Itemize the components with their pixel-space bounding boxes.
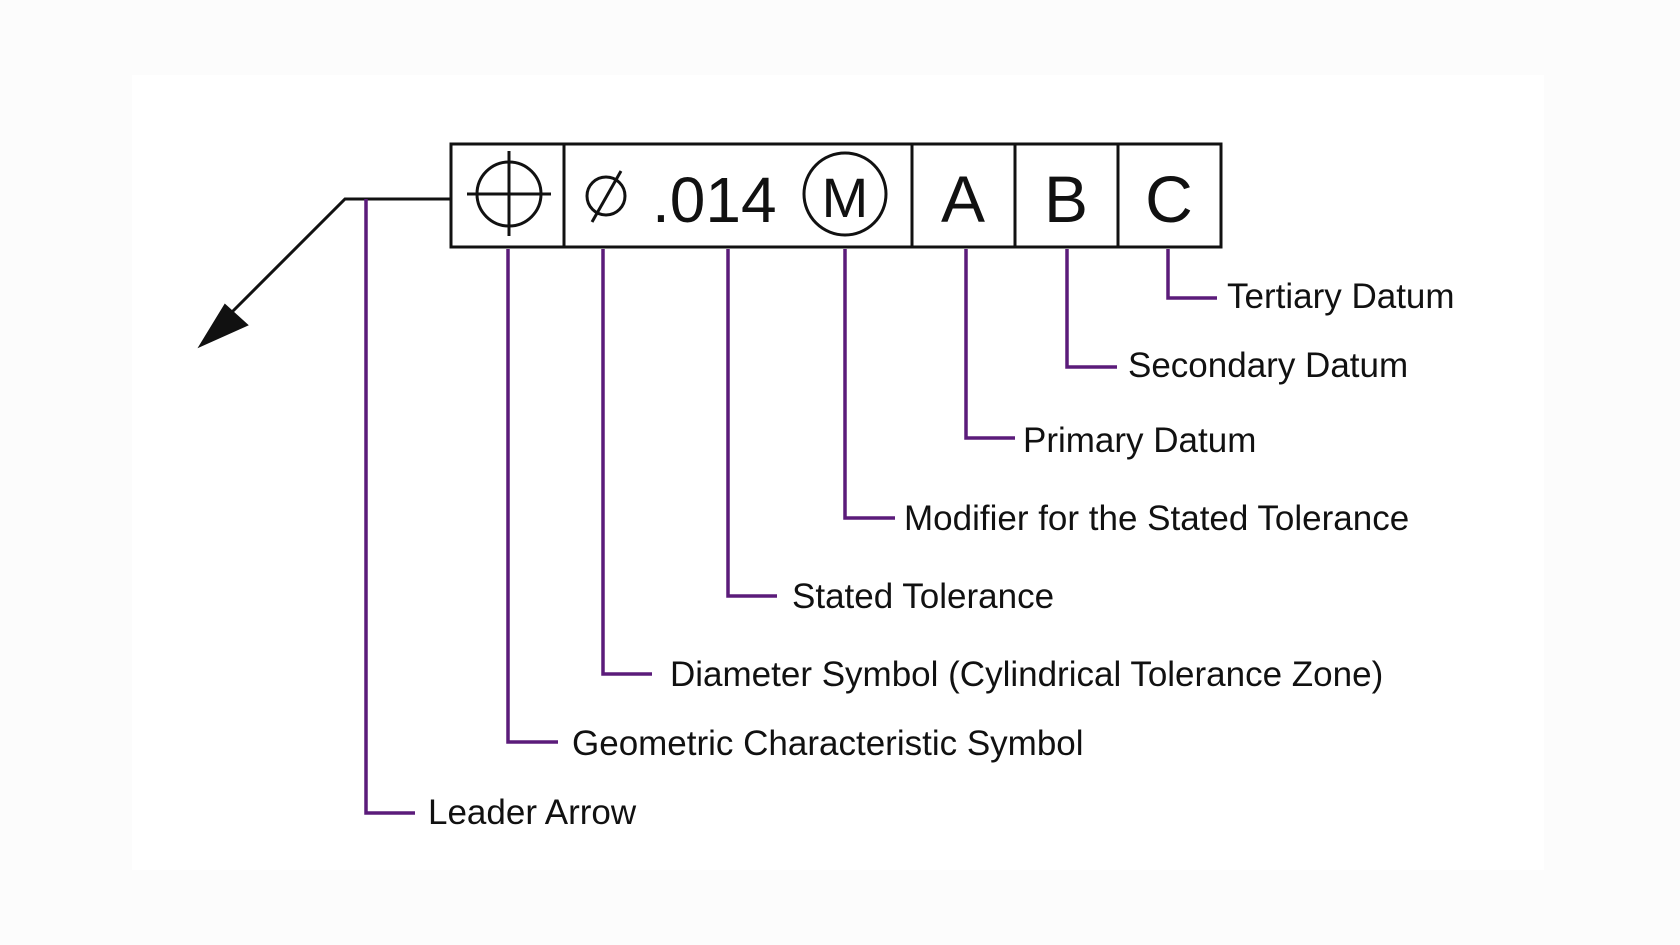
datum-b: B xyxy=(1044,162,1088,236)
leader-arrow-graphic xyxy=(197,197,450,349)
callout-line-modifier xyxy=(843,249,895,520)
label-tertiary-datum: Tertiary Datum xyxy=(1227,277,1455,316)
callout-line-geometric xyxy=(506,249,558,744)
position-icon xyxy=(467,151,551,236)
label-modifier: Modifier for the Stated Tolerance xyxy=(904,499,1409,538)
callout-line-leader xyxy=(364,199,415,815)
label-secondary-datum: Secondary Datum xyxy=(1128,346,1408,385)
modifier-letter: M xyxy=(822,166,869,229)
label-leader-arrow: Leader Arrow xyxy=(428,793,637,832)
diameter-icon xyxy=(585,170,627,223)
callout-line-diameter xyxy=(601,249,652,676)
callout-line-tolerance xyxy=(726,249,777,598)
callout-line-primary xyxy=(964,249,1015,440)
label-primary-datum: Primary Datum xyxy=(1023,421,1256,460)
datum-c: C xyxy=(1145,162,1193,236)
datum-a: A xyxy=(941,162,985,236)
feature-control-frame: .014 M A B C xyxy=(449,142,1223,249)
label-diameter-symbol: Diameter Symbol (Cylindrical Tolerance Z… xyxy=(670,655,1383,694)
label-stated-tolerance: Stated Tolerance xyxy=(792,577,1054,616)
frame-outline xyxy=(449,142,1223,249)
callout-line-tertiary xyxy=(1166,249,1217,300)
modifier-circle: M xyxy=(802,151,888,237)
callout-lines xyxy=(364,199,1217,815)
label-geometric-symbol: Geometric Characteristic Symbol xyxy=(572,724,1084,763)
tolerance-value: .014 xyxy=(652,164,777,236)
callout-line-secondary xyxy=(1065,249,1117,369)
